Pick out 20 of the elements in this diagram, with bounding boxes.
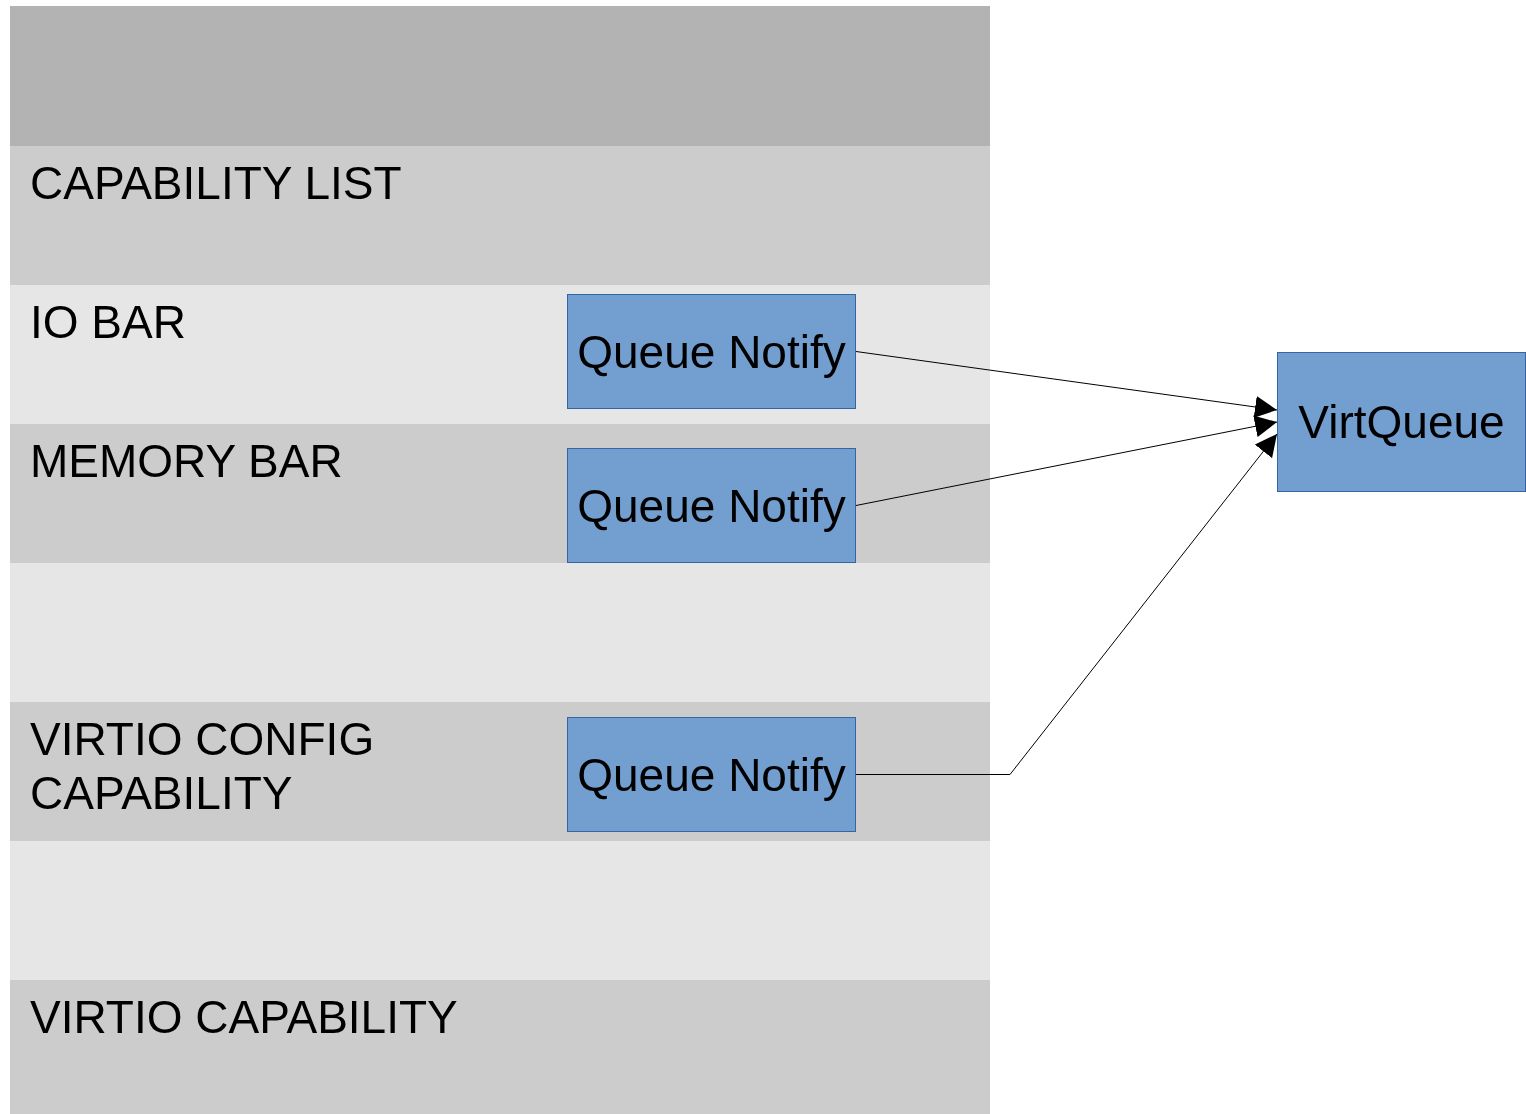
memory-region-band bbox=[10, 146, 990, 285]
region-label: VIRTIO CAPABILITY bbox=[30, 990, 459, 1044]
arrow bbox=[855, 415, 1278, 506]
memory-region-band bbox=[10, 285, 990, 424]
memory-region-band bbox=[10, 563, 990, 702]
region-label: IO BAR bbox=[30, 295, 187, 349]
memory-region-band bbox=[10, 702, 990, 841]
register-box: Queue Notify bbox=[567, 448, 856, 563]
memory-region-band bbox=[10, 980, 990, 1114]
arrow bbox=[855, 351, 1278, 418]
region-label: VIRTIO CONFIG CAPABILITY bbox=[30, 712, 376, 820]
arrow bbox=[855, 433, 1278, 775]
queue-box: VirtQueue bbox=[1277, 352, 1526, 492]
region-label: MEMORY BAR bbox=[30, 434, 344, 488]
memory-region-band bbox=[10, 6, 990, 146]
register-box: Queue Notify bbox=[567, 294, 856, 409]
register-box: Queue Notify bbox=[567, 717, 856, 832]
memory-region-band bbox=[10, 841, 990, 980]
memory-region-band bbox=[10, 424, 990, 563]
region-label: CAPABILITY LIST bbox=[30, 156, 403, 210]
